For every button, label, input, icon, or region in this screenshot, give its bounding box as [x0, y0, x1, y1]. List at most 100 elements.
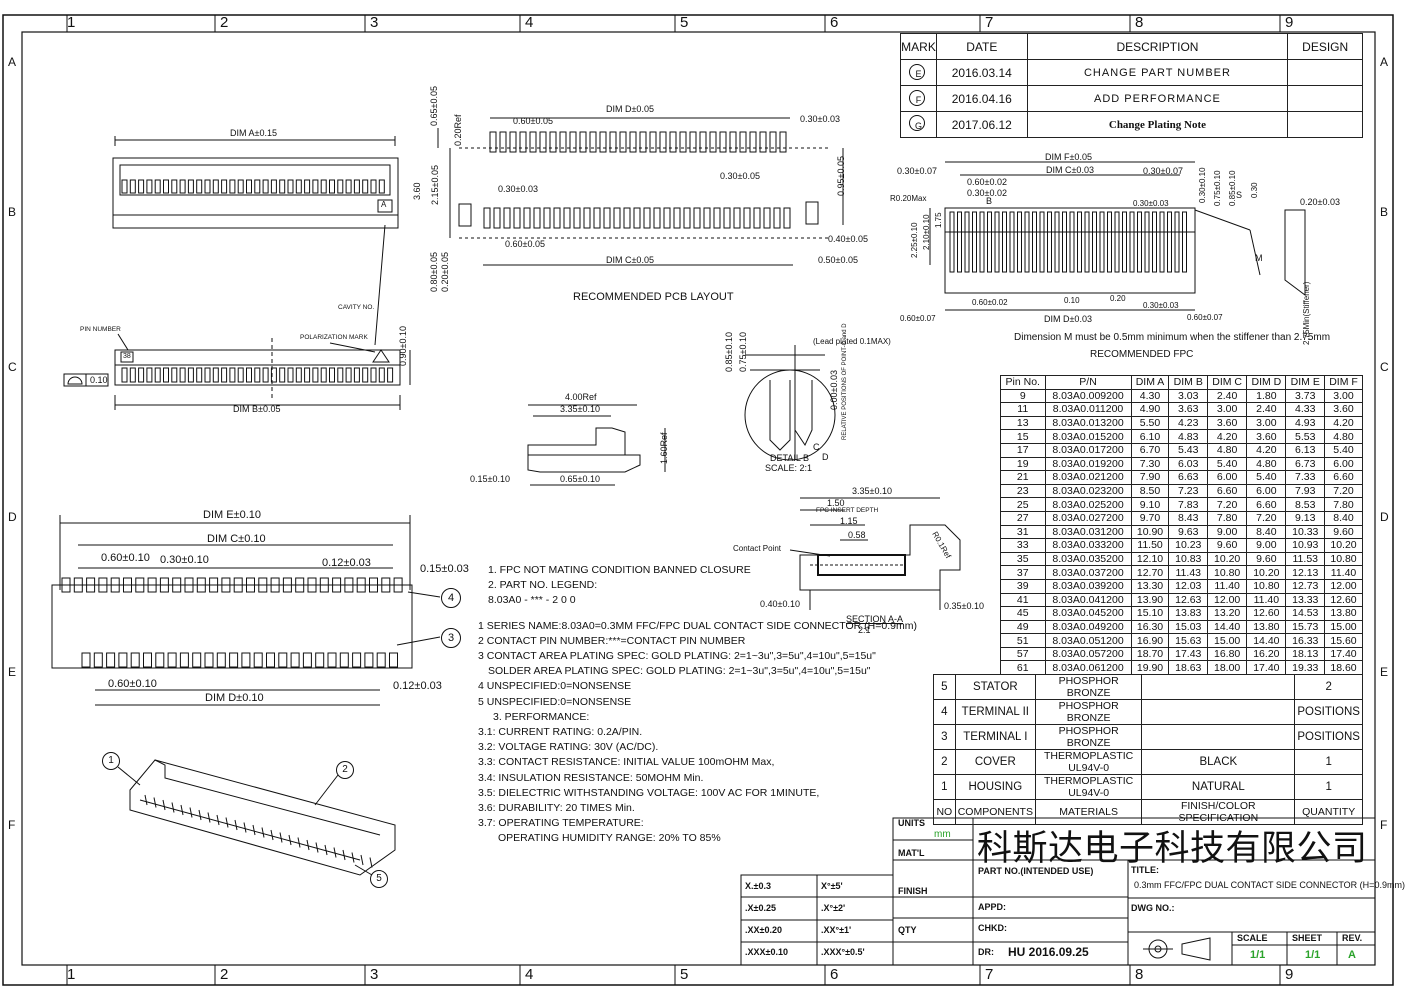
table-cell: 10.83: [1168, 551, 1209, 567]
pin-outline: [759, 131, 767, 153]
fpc-l030d: 0.30±0.03: [1133, 199, 1169, 208]
note-line: 3.5: DIELECTRIC WITHSTANDING VOLTAGE: 10…: [478, 786, 820, 799]
pin-outline: [543, 207, 551, 229]
bom-header-cell: COMPONENTS: [954, 799, 1036, 825]
dimension-header-cell: DIM E: [1285, 375, 1326, 390]
bom-cell: PHOSPHOR BRONZE: [1034, 724, 1143, 750]
pin-outline: [307, 577, 317, 593]
table-cell: 51: [1000, 633, 1046, 648]
pin-outline: [763, 207, 771, 229]
pin-outline: [709, 131, 717, 153]
pin-outline: [683, 207, 691, 229]
detail-lead: (Lead plated 0.1MAX): [813, 337, 891, 346]
table-cell: 9.00: [1246, 538, 1287, 553]
fpc-dim-f: DIM F±0.05: [1045, 152, 1092, 162]
table-cell: 16.20: [1246, 646, 1287, 662]
pin-outline: [229, 367, 236, 383]
pin-outline: [723, 207, 731, 229]
table-cell: 15.63: [1168, 633, 1209, 648]
pin-outline: [138, 367, 145, 383]
pin-outline: [643, 207, 651, 229]
pcb-p060a: 0.60±0.05: [513, 116, 553, 126]
table-cell: 9.60: [1246, 551, 1287, 567]
table-cell: 9: [1000, 388, 1046, 404]
pin-outline: [613, 207, 621, 229]
pin-outline: [221, 179, 228, 194]
pin-outline: [1152, 211, 1157, 273]
table-cell: 14.40: [1246, 633, 1287, 648]
chkd-label: CHKD:: [978, 923, 1007, 933]
pin-outline: [225, 817, 229, 828]
table-cell: 9.13: [1285, 510, 1326, 526]
table-cell: 8.03A0.021200: [1044, 470, 1132, 485]
pin-outline: [964, 211, 970, 273]
pin-outline: [703, 207, 711, 229]
pin-outline: [499, 131, 507, 153]
pin-outline: [167, 652, 177, 668]
pin-outline: [324, 844, 328, 856]
pin-outline: [86, 577, 96, 593]
pin-outline: [1024, 211, 1030, 273]
pin-outline: [633, 207, 641, 229]
pcb-v020: 0.20±0.05: [440, 252, 450, 292]
pin-outline: [389, 652, 398, 668]
grid-column-label: 5: [680, 966, 689, 983]
detail-b-drawing: [744, 345, 836, 461]
balloon-3: 3: [441, 628, 461, 648]
pin-outline: [241, 652, 251, 668]
bottom-view-drawing: [51, 515, 441, 706]
dr-label: DR:: [978, 947, 994, 957]
pin-outline: [135, 577, 145, 593]
table-cell: 4.30: [1130, 388, 1170, 404]
pin-outline: [603, 207, 611, 229]
note-line: 2 CONTACT PIN NUMBER:***=CONTACT PIN NUM…: [478, 634, 746, 647]
rev-desc: Change Plating Note: [1026, 111, 1289, 138]
bom-cell: PHOSPHOR BRONZE: [1034, 674, 1143, 700]
table-cell: 7.23: [1168, 483, 1209, 499]
pin-outline: [187, 179, 194, 194]
pin-outline: [513, 207, 521, 229]
rev-head-date: DATE: [935, 33, 1028, 60]
fpc-title: RECOMMENDED FPC: [1090, 349, 1194, 360]
table-cell: 4.20: [1246, 442, 1287, 458]
bom-cell: COVER: [954, 749, 1036, 775]
pin-outline: [649, 131, 657, 153]
fpc-s: S: [1236, 190, 1243, 200]
tol-angular: .XXX°±0.5': [821, 947, 865, 957]
pin-outline: [320, 367, 327, 383]
bom-cell: TERMINAL II: [954, 699, 1036, 725]
pin-outline: [364, 652, 374, 668]
bom-cell: 1: [933, 774, 956, 800]
table-cell: 11.40: [1324, 565, 1363, 580]
pin-outline: [559, 131, 567, 153]
pcb-dim-d: DIM D±0.05: [606, 104, 654, 114]
fpc-l060d: 0.60±0.07: [900, 314, 936, 323]
note-spacer: [478, 609, 917, 619]
table-cell: 10.80: [1246, 578, 1287, 594]
pcb-w040: 0.40±0.05: [828, 234, 868, 244]
table-cell: 5.53: [1285, 429, 1326, 444]
tol-angular: .XX°±1': [821, 925, 852, 935]
table-cell: 8.03A0.017200: [1044, 442, 1132, 458]
rev-design: [1287, 111, 1363, 138]
table-cell: 19.33: [1285, 660, 1326, 676]
table-cell: 10.20: [1246, 565, 1287, 580]
isometric-drawing: [117, 759, 396, 876]
table-cell: 7.90: [1130, 470, 1170, 485]
qty-label: QTY: [898, 925, 917, 935]
dimension-header-cell: DIM C: [1207, 375, 1248, 390]
pin-outline: [204, 179, 211, 194]
pin-outline: [254, 367, 261, 383]
pin-outline: [360, 854, 364, 866]
pin-outline: [233, 577, 243, 593]
table-cell: 15.03: [1168, 619, 1209, 635]
pin-outline: [121, 179, 128, 194]
table-cell: 3.60: [1246, 429, 1287, 444]
pin-outline: [393, 577, 403, 593]
table-cell: 7.30: [1130, 456, 1170, 472]
